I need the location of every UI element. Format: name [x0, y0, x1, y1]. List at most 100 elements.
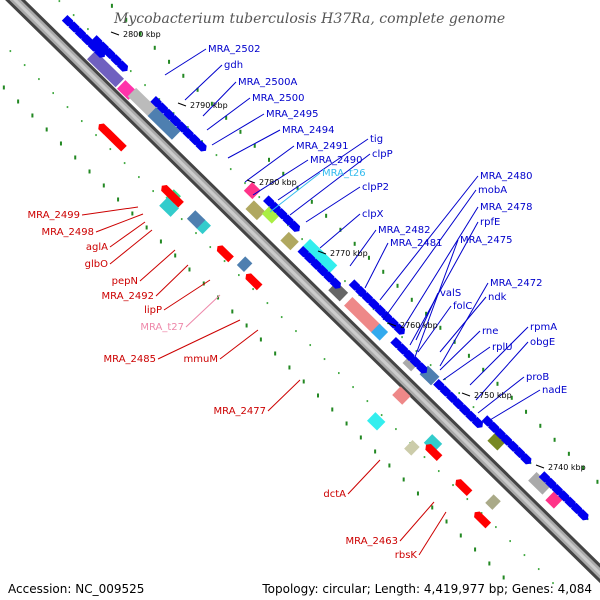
forward-gene-arrow: [513, 446, 526, 459]
gc-dot: [295, 330, 297, 333]
gc-dot: [274, 351, 277, 356]
forward-gene-arrow: [61, 14, 74, 27]
forward-gene-arrow: [409, 355, 421, 368]
leader-line: [399, 206, 479, 334]
forward-gene-arrow: [163, 108, 175, 120]
gene-block: [280, 231, 299, 251]
gc-dot: [259, 337, 262, 342]
leader-line: [109, 229, 153, 265]
leader-line: [244, 145, 295, 183]
leader-line: [439, 296, 487, 353]
gc-dot: [309, 344, 312, 347]
forward-gene-arrow: [545, 477, 557, 489]
leader-line: [157, 319, 241, 360]
leader-line: [417, 305, 452, 353]
gc-dot: [439, 325, 442, 330]
gc-dot: [215, 154, 218, 157]
tick-mark: [461, 392, 471, 397]
gene-label: aglA: [86, 242, 108, 253]
gc-dot: [125, 17, 128, 22]
gc-dot: [437, 470, 440, 473]
gene-block: [159, 197, 180, 217]
forward-gene-arrow: [488, 421, 500, 433]
leader-line: [418, 511, 447, 556]
leader-line: [184, 64, 223, 101]
gene-label: dctA: [323, 489, 346, 500]
gc-dot: [110, 3, 113, 8]
gene-label: MRA_2500A: [238, 77, 297, 88]
gc-dot: [80, 120, 83, 123]
gc-dot: [188, 267, 191, 272]
leader-line: [414, 239, 459, 358]
forward-gene-arrow: [500, 434, 513, 446]
leader-line: [379, 175, 479, 301]
gene-block: [423, 434, 443, 453]
forward-gene-arrow: [68, 21, 80, 33]
gc-dot: [345, 421, 348, 426]
gc-dot: [159, 239, 162, 244]
gc-dot: [401, 336, 403, 339]
leader-line: [227, 129, 281, 159]
gene-label: MRA_t27: [140, 322, 184, 333]
leader-line: [206, 97, 251, 131]
gc-dot: [445, 519, 448, 524]
forward-gene-arrow: [416, 362, 428, 374]
gene-label: clpX: [362, 209, 384, 220]
leader-line: [155, 264, 189, 297]
gc-dot: [174, 253, 177, 258]
forward-gene-arrow: [81, 33, 93, 46]
leader-line: [219, 329, 259, 360]
leader-line: [277, 138, 369, 201]
forward-gene-arrow: [564, 496, 576, 508]
leader-line: [252, 159, 309, 196]
leader-line: [202, 81, 237, 117]
forward-gene-arrow: [182, 127, 194, 139]
gene-label: obgE: [530, 337, 555, 348]
gc-dot: [467, 353, 470, 358]
gc-dot: [138, 176, 140, 179]
gc-dot: [395, 428, 397, 431]
gc-dot: [45, 127, 48, 132]
gene-block: [195, 218, 211, 235]
leader-line: [489, 389, 541, 421]
gc-dot: [102, 183, 105, 188]
gene-label: MRA_2482: [378, 225, 430, 236]
forward-gene-arrow: [323, 271, 335, 283]
forward-gene-arrow: [195, 140, 207, 152]
forward-gene-arrow: [520, 453, 532, 465]
gc-dot: [317, 393, 319, 398]
forward-gene-arrow: [458, 404, 471, 416]
forward-gene-arrow: [97, 41, 109, 53]
forward-gene-arrow: [374, 304, 386, 316]
genome-summary-text: Topology: circular; Length: 4,419,977 bp…: [262, 582, 592, 596]
gc-dot: [225, 115, 228, 120]
gc-dot: [229, 168, 232, 171]
gene-label: MRA_t26: [322, 168, 366, 179]
gc-dot: [502, 575, 505, 580]
gc-dot: [359, 435, 362, 440]
forward-gene-arrow: [570, 502, 583, 515]
gc-dot: [168, 59, 171, 64]
gc-dot: [66, 106, 69, 109]
gene-block: [243, 182, 261, 200]
gc-dot: [180, 218, 183, 221]
gc-dot: [552, 582, 554, 585]
leader-line: [109, 221, 146, 248]
gc-dot: [117, 197, 120, 202]
gc-dot: [582, 465, 585, 470]
gc-dot: [567, 451, 570, 456]
gc-dot: [344, 280, 346, 283]
forward-gene-arrow: [368, 298, 380, 310]
leader-line: [81, 206, 139, 216]
forward-gene-arrow: [446, 391, 458, 403]
gc-dot: [367, 255, 370, 260]
leader-line: [415, 292, 439, 341]
leader-line: [305, 186, 361, 223]
gene-label: MRA_2492: [102, 291, 154, 302]
forward-gene-arrow: [558, 490, 570, 502]
leader-line: [139, 249, 176, 282]
gene-label: clpP2: [362, 182, 389, 193]
forward-gene-arrow: [169, 114, 181, 127]
gene-label: MRA_2472: [490, 278, 542, 289]
gc-dot: [523, 554, 526, 557]
